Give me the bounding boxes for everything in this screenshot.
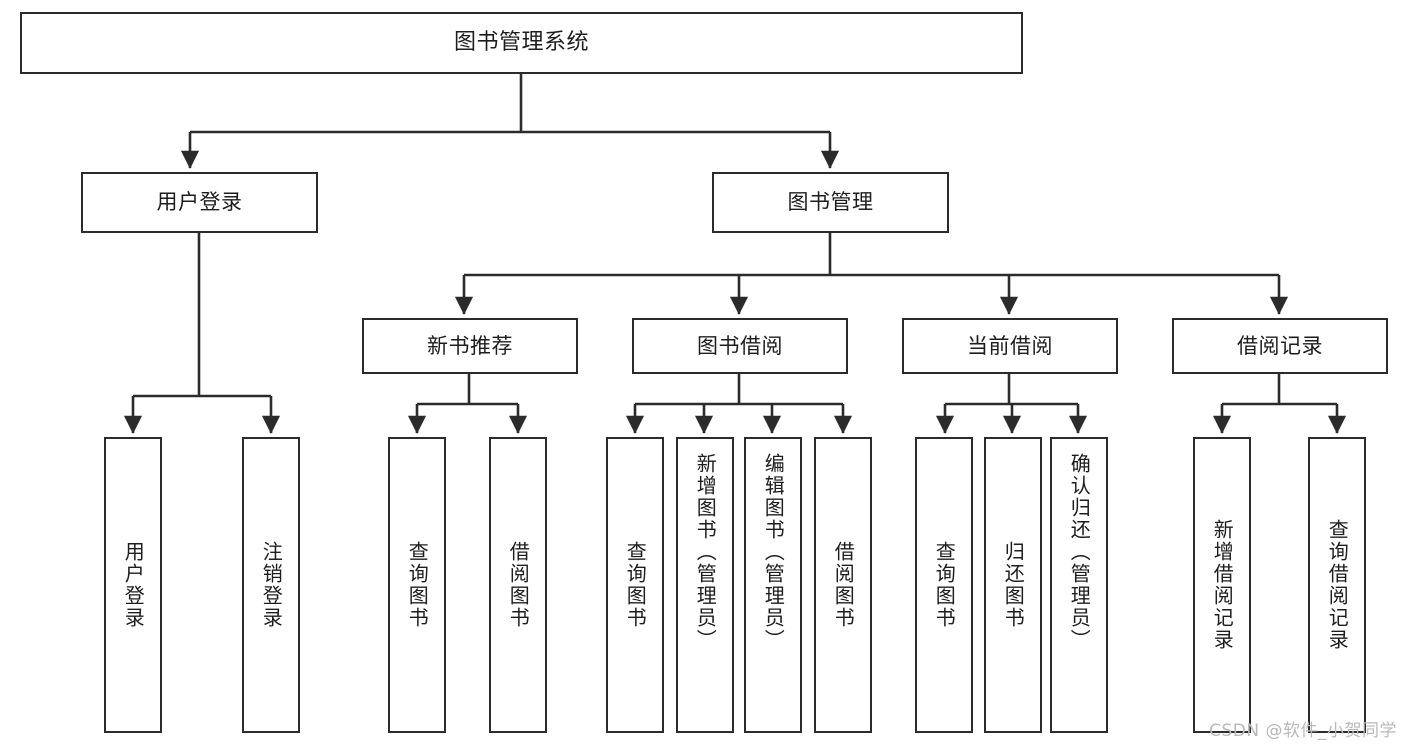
leaf-inner: 查询借阅记录: [1310, 439, 1364, 731]
node-borrow-record[interactable]: 借阅记录: [1172, 318, 1388, 374]
leaf-inner: 新增图书（管理员）: [678, 439, 732, 731]
leaf-borrowrecord-add-record[interactable]: 新增借阅记录: [1193, 437, 1251, 733]
leaf-bookborrow-borrow-book[interactable]: 借阅图书: [814, 437, 872, 733]
leaf-borrowrecord-add-record-label: 新增借阅记录: [1210, 519, 1235, 651]
leaf-inner: 确认归还（管理员）: [1052, 439, 1106, 731]
leaf-bookborrow-edit-book-admin[interactable]: 编辑图书（管理员）: [744, 437, 802, 733]
leaf-bookborrow-query-book-label: 查询图书: [623, 541, 648, 629]
leaf-inner: 查询图书: [608, 439, 662, 731]
node-current-borrow-label: 当前借阅: [967, 333, 1053, 358]
leaf-inner: 借阅图书: [816, 439, 870, 731]
leaf-inner: 查询图书: [390, 439, 444, 731]
node-book-management-label: 图书管理: [787, 190, 874, 215]
leaf-newbook-query-book-label: 查询图书: [405, 541, 430, 629]
leaf-newbook-borrow-book-label: 借阅图书: [506, 541, 531, 629]
leaf-currentborrow-query-book[interactable]: 查询图书: [915, 437, 973, 733]
leaf-inner: 注销登录: [244, 439, 298, 731]
leaf-currentborrow-query-book-label: 查询图书: [932, 541, 957, 629]
leaf-inner: 新增借阅记录: [1195, 439, 1249, 731]
leaf-currentborrow-confirm-return-admin[interactable]: 确认归还（管理员）: [1050, 437, 1108, 733]
node-book-management[interactable]: 图书管理: [712, 172, 949, 233]
node-borrow-record-label: 借阅记录: [1237, 333, 1323, 358]
leaf-inner: 编辑图书（管理员）: [746, 439, 800, 731]
leaf-user-login-signout[interactable]: 注销登录: [242, 437, 300, 733]
node-current-borrow[interactable]: 当前借阅: [902, 318, 1118, 374]
leaf-user-login-signin-label: 用户登录: [121, 541, 146, 629]
leaf-newbook-borrow-book[interactable]: 借阅图书: [489, 437, 547, 733]
leaf-bookborrow-edit-book-admin-label: 编辑图书（管理员）: [761, 453, 786, 651]
leaf-newbook-query-book[interactable]: 查询图书: [388, 437, 446, 733]
leaf-user-login-signout-label: 注销登录: [259, 541, 284, 629]
leaf-borrowrecord-query-record-label: 查询借阅记录: [1325, 519, 1350, 651]
leaf-bookborrow-borrow-book-label: 借阅图书: [831, 541, 856, 629]
csdn-watermark: CSDN @软件_小贺同学: [1209, 721, 1397, 741]
leaf-inner: 借阅图书: [491, 439, 545, 731]
leaf-inner: 用户登录: [106, 439, 160, 731]
node-root-system[interactable]: 图书管理系统: [20, 12, 1023, 74]
node-user-login[interactable]: 用户登录: [81, 172, 318, 233]
leaf-bookborrow-add-book-admin-label: 新增图书（管理员）: [693, 453, 718, 651]
leaf-bookborrow-add-book-admin[interactable]: 新增图书（管理员）: [676, 437, 734, 733]
leaf-inner: 查询图书: [917, 439, 971, 731]
leaf-bookborrow-query-book[interactable]: 查询图书: [606, 437, 664, 733]
leaf-currentborrow-return-book-label: 归还图书: [1001, 541, 1026, 629]
node-book-borrow-label: 图书借阅: [697, 333, 783, 358]
node-root-label: 图书管理系统: [453, 30, 589, 56]
leaf-inner: 归还图书: [986, 439, 1040, 731]
leaf-currentborrow-confirm-return-admin-label: 确认归还（管理员）: [1067, 453, 1092, 651]
node-new-book-recommend[interactable]: 新书推荐: [362, 318, 578, 374]
leaf-borrowrecord-query-record[interactable]: 查询借阅记录: [1308, 437, 1366, 733]
leaf-currentborrow-return-book[interactable]: 归还图书: [984, 437, 1042, 733]
leaf-user-login-signin[interactable]: 用户登录: [104, 437, 162, 733]
node-new-book-recommend-label: 新书推荐: [427, 333, 513, 358]
node-user-login-label: 用户登录: [156, 190, 243, 215]
node-book-borrow[interactable]: 图书借阅: [632, 318, 848, 374]
